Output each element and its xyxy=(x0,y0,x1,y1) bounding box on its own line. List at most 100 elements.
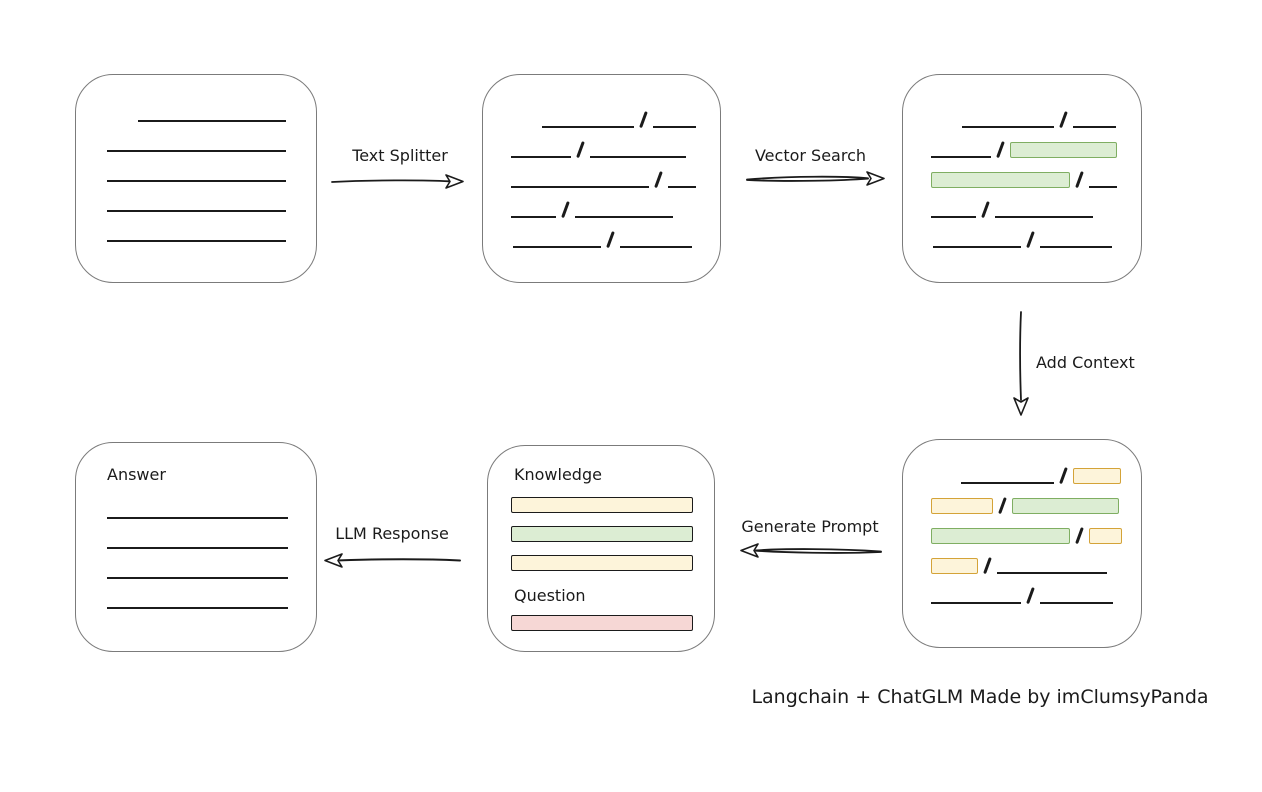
text-line xyxy=(138,119,286,122)
gap xyxy=(931,127,962,128)
document-text-lines xyxy=(76,75,316,282)
text-line xyxy=(1039,245,1112,248)
text-line-row xyxy=(931,584,1141,604)
text-line-row xyxy=(107,222,316,242)
text-line xyxy=(933,245,1021,248)
llm-response-arrow xyxy=(324,553,461,568)
yellow-highlight-bar xyxy=(931,498,993,514)
generate-prompt-label: Generate Prompt xyxy=(741,517,879,536)
matched-chunks-box xyxy=(902,74,1142,283)
text-line-row xyxy=(931,464,1141,484)
answer-box: Answer xyxy=(75,442,317,652)
matched-chunk-lines xyxy=(903,75,1141,282)
split-slash xyxy=(983,557,992,574)
split-slash xyxy=(981,201,990,218)
split-slash xyxy=(1026,231,1035,248)
split-slash xyxy=(1075,171,1084,188)
text-line-row xyxy=(511,168,720,188)
text-line xyxy=(107,546,288,549)
yellow-highlight-bar xyxy=(1088,528,1122,544)
text-line-row xyxy=(931,168,1141,188)
split-slash xyxy=(1026,587,1035,604)
text-line xyxy=(511,215,556,218)
text-line xyxy=(107,516,288,519)
green-highlight-bar xyxy=(931,528,1070,544)
text-line-row xyxy=(931,228,1141,248)
text-line-row xyxy=(107,559,316,579)
text-line xyxy=(1088,185,1117,188)
split-slash xyxy=(576,141,585,158)
text-line xyxy=(652,125,696,128)
text-line-row xyxy=(511,228,720,248)
split-slash xyxy=(1059,467,1068,484)
split-chunks-box xyxy=(482,74,721,283)
text-line-row xyxy=(511,198,720,218)
text-line xyxy=(961,481,1054,484)
text-line-row xyxy=(511,108,720,128)
text-line xyxy=(994,215,1093,218)
add-context-label: Add Context xyxy=(1036,353,1135,372)
source-document-box xyxy=(75,74,317,283)
question-label: Question xyxy=(514,586,586,605)
text-line xyxy=(589,155,686,158)
gap xyxy=(511,127,542,128)
context-chunks-box xyxy=(902,439,1142,648)
yellow-highlight-bar xyxy=(1072,468,1121,484)
vector-search-arrow xyxy=(746,171,885,186)
text-line xyxy=(1039,601,1113,604)
text-line xyxy=(1072,125,1116,128)
text-line-row xyxy=(931,138,1141,158)
add-context-arrow xyxy=(1013,311,1029,416)
red-prompt-bar xyxy=(511,615,693,631)
chunk-text-lines xyxy=(483,75,720,282)
knowledge-bars xyxy=(511,497,693,584)
text-line-row xyxy=(931,554,1141,574)
text-line xyxy=(107,239,286,242)
split-slash xyxy=(561,201,570,218)
context-chunk-lines xyxy=(903,440,1141,647)
split-slash xyxy=(1075,527,1084,544)
text-line-row xyxy=(931,524,1141,544)
yellow-prompt-bar xyxy=(511,555,693,571)
text-line xyxy=(107,149,286,152)
text-splitter-arrow xyxy=(331,174,464,189)
llm-response-label: LLM Response xyxy=(335,524,449,543)
text-line xyxy=(931,601,1021,604)
text-line xyxy=(107,209,286,212)
text-line-row xyxy=(107,192,316,212)
gap xyxy=(107,121,138,122)
text-line xyxy=(962,125,1054,128)
text-line-row xyxy=(107,529,316,549)
split-slash xyxy=(654,171,663,188)
text-line xyxy=(574,215,673,218)
text-line-row xyxy=(107,499,316,519)
text-line-row xyxy=(931,108,1141,128)
prompt-box: Knowledge Question xyxy=(487,445,715,652)
credit-caption: Langchain + ChatGLM Made by imClumsyPand… xyxy=(751,686,1209,708)
text-line xyxy=(931,155,991,158)
text-line xyxy=(107,606,288,609)
text-line-row xyxy=(107,102,316,122)
gap xyxy=(931,483,961,484)
text-line xyxy=(107,576,288,579)
question-bars xyxy=(511,615,693,644)
knowledge-label: Knowledge xyxy=(514,465,602,484)
text-line-row xyxy=(107,132,316,152)
text-line-row xyxy=(107,162,316,182)
text-line-row xyxy=(511,138,720,158)
generate-prompt-arrow xyxy=(740,543,882,558)
split-slash xyxy=(996,141,1005,158)
split-slash xyxy=(639,111,648,128)
text-line xyxy=(513,245,601,248)
answer-text-lines xyxy=(76,443,316,651)
text-line xyxy=(511,155,571,158)
split-slash xyxy=(998,497,1007,514)
text-line xyxy=(511,185,649,188)
text-splitter-label: Text Splitter xyxy=(352,146,448,165)
text-line xyxy=(996,571,1107,574)
text-line-row xyxy=(931,494,1141,514)
text-line xyxy=(931,215,976,218)
text-line xyxy=(107,179,286,182)
green-prompt-bar xyxy=(511,526,693,542)
text-line-row xyxy=(107,589,316,609)
